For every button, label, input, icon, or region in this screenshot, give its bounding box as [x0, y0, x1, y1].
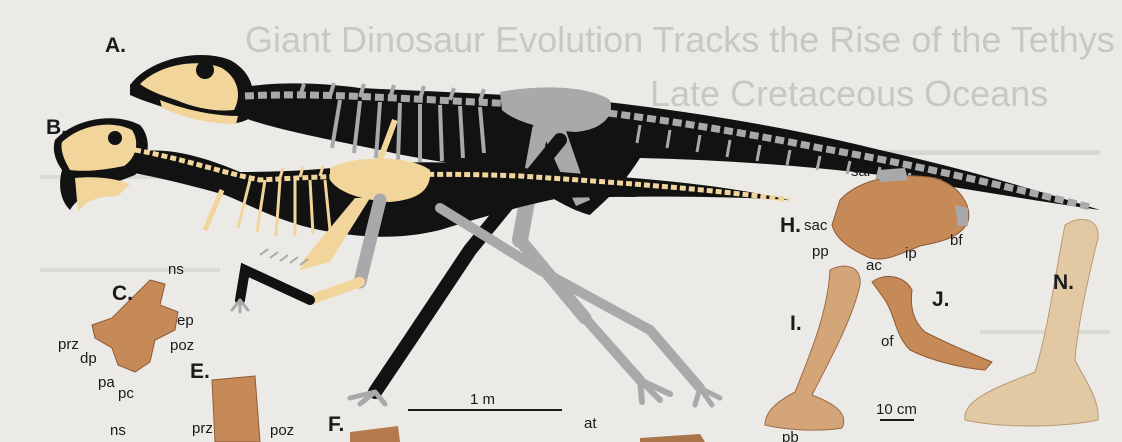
- panel-label-b: B.: [46, 116, 67, 139]
- skeleton-b-arm: [205, 190, 222, 230]
- bone-i-fossil: [765, 266, 860, 430]
- bone-h-sacrum: H. sar sac pp ip bf ac: [780, 163, 969, 274]
- background-title-line2: Late Cretaceous Oceans: [650, 73, 1048, 114]
- label-ac: ac: [866, 257, 882, 274]
- panel-label-i: I.: [790, 312, 802, 335]
- skeleton-b-far-foot: [232, 300, 248, 312]
- panel-label-n: N.: [1053, 271, 1074, 294]
- bone-n: N.: [965, 219, 1098, 426]
- label-pc: pc: [118, 385, 134, 402]
- label-at: at: [584, 415, 597, 432]
- skeleton-b-gastralia: [260, 249, 308, 265]
- skeleton-a-foot: [640, 380, 670, 402]
- scale-bar-1m: 1 m: [408, 391, 562, 410]
- label-ns-e: ns: [110, 422, 126, 439]
- label-pp: pp: [812, 243, 829, 260]
- panel-label-e: E.: [190, 360, 210, 383]
- skeleton-b-eye: [108, 131, 122, 145]
- label-poz: poz: [170, 337, 194, 354]
- bone-j: J. of: [872, 276, 992, 370]
- skeleton-b-jaw: [75, 177, 130, 212]
- label-ip: ip: [905, 245, 917, 262]
- scale-bar-10cm-label: 10 cm: [876, 401, 917, 418]
- label-of: of: [881, 333, 894, 350]
- background-title-line1: Giant Dinosaur Evolution Tracks the Rise…: [245, 19, 1115, 60]
- skeleton-a-eye: [196, 61, 214, 79]
- bone-e-vertebra: E. ns prz poz: [110, 360, 294, 442]
- skeleton-b-tibia: [310, 282, 360, 300]
- skeleton-b-silhouette: [115, 150, 790, 236]
- label-pa: pa: [98, 374, 115, 391]
- label-prz-e: prz: [192, 420, 213, 437]
- bone-h-fossil: [832, 176, 969, 259]
- label-dp: dp: [80, 350, 97, 367]
- panel-label-h: H.: [780, 214, 801, 237]
- bone-h-plaster: [878, 168, 908, 182]
- skeleton-a-metatarsal: [585, 318, 640, 380]
- label-pb: pb: [782, 429, 799, 442]
- scale-bar-label: 1 m: [470, 391, 495, 408]
- scale-bar-10cm: 10 cm: [876, 401, 917, 420]
- label-poz-e: poz: [270, 422, 294, 439]
- label-bf: bf: [950, 232, 963, 249]
- label-prz: prz: [58, 336, 79, 353]
- bone-g-fossil: [640, 434, 705, 442]
- skeleton-a-far-foot: [350, 392, 385, 404]
- panel-label-c: C.: [112, 282, 133, 305]
- panel-label-a: A.: [105, 34, 126, 57]
- skeleton-b-far-leg: [240, 270, 310, 300]
- bone-n-fossil: [965, 219, 1098, 426]
- panel-label-f: F.: [328, 413, 344, 436]
- bone-f-fossil: [350, 426, 400, 442]
- bone-e-fossil: [212, 376, 260, 442]
- background-text-line: [40, 268, 220, 272]
- label-ep: ep: [177, 312, 194, 329]
- bone-c-vertebra: C. ns ep prz poz dp pa pc: [58, 261, 194, 402]
- bone-f: F. at: [328, 413, 705, 442]
- label-sac: sac: [804, 217, 828, 234]
- panel-label-j: J.: [932, 288, 950, 311]
- label-ns: ns: [168, 261, 184, 278]
- skeleton-b-near-foot: [695, 388, 720, 405]
- label-sar: sar: [851, 163, 872, 180]
- bone-i: I. pb: [765, 266, 860, 442]
- bone-c-fossil: [92, 280, 178, 372]
